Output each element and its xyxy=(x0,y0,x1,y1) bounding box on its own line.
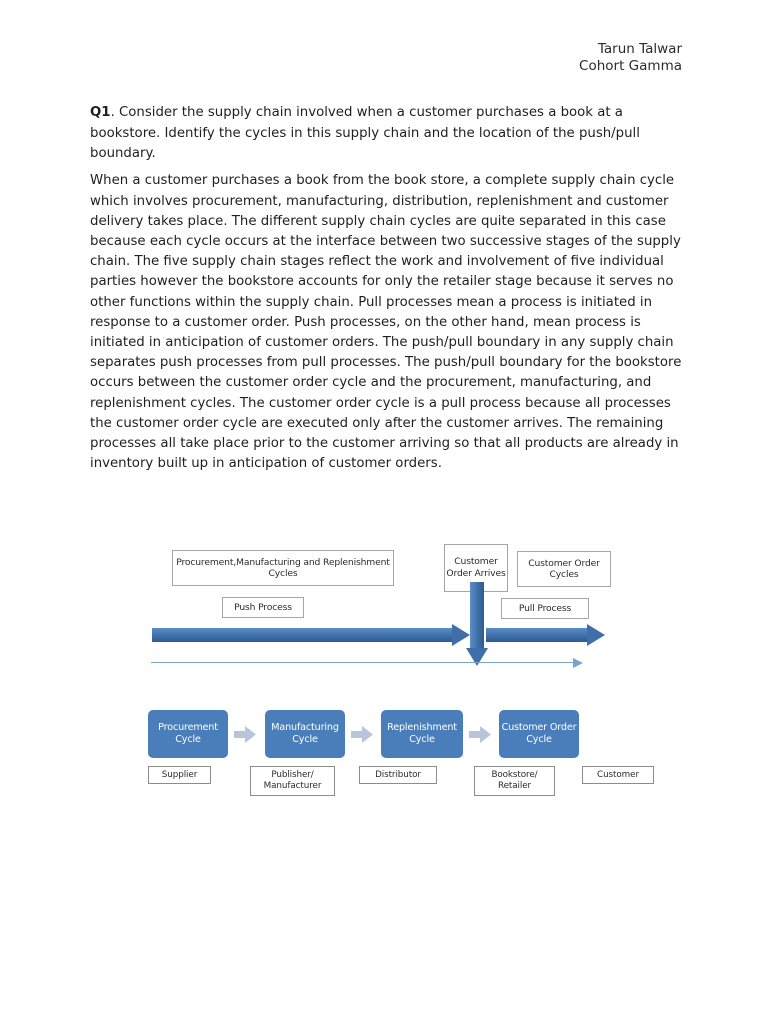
cohort-name: Cohort Gamma xyxy=(579,58,682,74)
stage-label-customer: Customer xyxy=(582,766,654,784)
arrow-shaft xyxy=(470,582,484,648)
stage-label-bookstore-retailer: Bookstore/ Retailer xyxy=(474,766,555,796)
arrow-shaft xyxy=(152,628,452,642)
push-pull-boundary-arrow-icon xyxy=(466,582,488,666)
answer-paragraph: When a customer purchases a book from th… xyxy=(90,173,682,472)
pull-process-label: Pull Process xyxy=(501,598,589,619)
arrow-shaft xyxy=(486,628,587,642)
author-name: Tarun Talwar xyxy=(597,41,682,57)
chevron-right-icon xyxy=(469,726,491,743)
question-label: Q1 xyxy=(90,105,111,121)
chevron-right-icon xyxy=(351,726,373,743)
arrow-head xyxy=(466,648,488,666)
arrow-head xyxy=(452,624,470,646)
cycle-box-replenishment: Replenishment Cycle xyxy=(381,710,463,758)
timeline-arrow-icon xyxy=(151,658,585,668)
stage-label-publisher-manufacturer: Publisher/ Manufacturer xyxy=(250,766,335,796)
timeline-line xyxy=(151,662,575,664)
push-process-arrow-icon xyxy=(152,624,470,646)
pull-process-arrow-icon xyxy=(486,624,605,646)
stage-label-supplier: Supplier xyxy=(148,766,211,784)
question-paragraph: Q1. Consider the supply chain involved w… xyxy=(90,103,676,165)
cycle-box-manufacturing: Manufacturing Cycle xyxy=(265,710,345,758)
cycle-box-procurement: Procurement Cycle xyxy=(148,710,228,758)
document-header: Tarun Talwar Cohort Gamma xyxy=(579,41,682,75)
push-cycles-box: Procurement,Manufacturing and Replenishm… xyxy=(172,550,394,586)
stage-label-distributor: Distributor xyxy=(359,766,437,784)
question-text: . Consider the supply chain involved whe… xyxy=(90,105,640,162)
supply-chain-diagram: Procurement,Manufacturing and Replenishm… xyxy=(0,530,768,820)
push-process-label: Push Process xyxy=(222,597,304,618)
arrow-head xyxy=(587,624,605,646)
timeline-arrow-head xyxy=(573,658,583,668)
cycle-box-customer-order: Customer Order Cycle xyxy=(499,710,579,758)
customer-order-cycles-box: Customer Order Cycles xyxy=(517,551,611,587)
chevron-right-icon xyxy=(234,726,256,743)
